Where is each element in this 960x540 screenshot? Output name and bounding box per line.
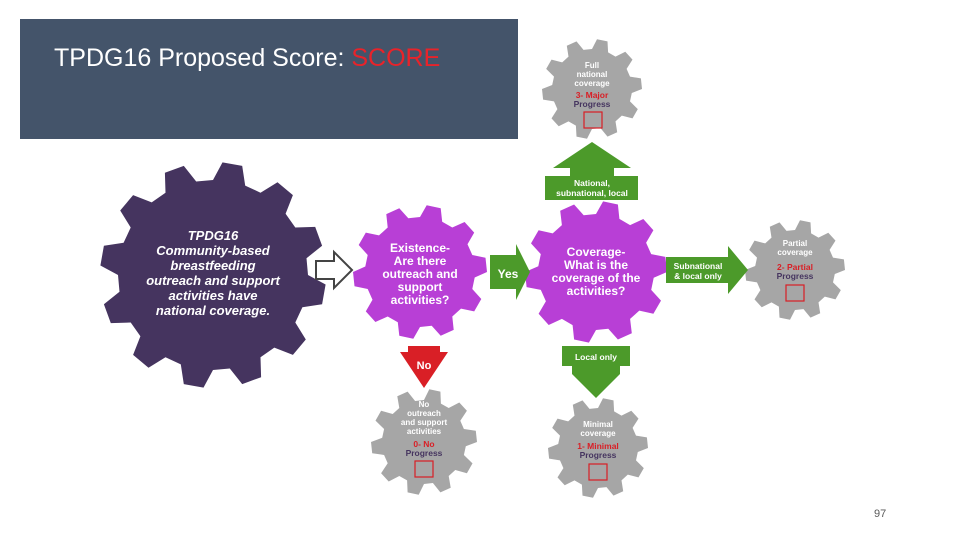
- none-score-checkbox: [414, 460, 434, 478]
- none-score-1: 0- No: [413, 439, 434, 449]
- main-gear-text: TPDG16 Community-based breastfeeding out…: [146, 228, 280, 318]
- none-line-3: and support: [401, 418, 448, 427]
- existence-line-4: support: [398, 280, 443, 294]
- yes-label: Yes: [498, 267, 519, 281]
- main-gear-line-6: national coverage.: [156, 303, 270, 318]
- none-score-2: Progress: [406, 448, 443, 458]
- national-label-2: subnational, local: [556, 188, 628, 198]
- existence-line-3: outreach and: [382, 267, 457, 281]
- page-number: 97: [874, 508, 887, 520]
- coverage-gear: [525, 201, 667, 343]
- title-prefix: TPDG16 Proposed Score:: [54, 44, 352, 72]
- none-line-2: outreach: [407, 409, 441, 418]
- full-coverage-gear: [542, 39, 642, 139]
- main-gear: [100, 162, 326, 388]
- full-score-2: Progress: [574, 99, 611, 109]
- no-label: No: [417, 360, 432, 372]
- coverage-line-3: coverage of the: [552, 271, 641, 285]
- hollow-right-arrow: [315, 249, 354, 291]
- coverage-line-2: What is the: [564, 258, 628, 272]
- minimal-score-2: Progress: [580, 450, 617, 460]
- main-gear-line-4: outreach and support: [146, 273, 280, 288]
- full-line-1: Full: [585, 61, 599, 70]
- partial-coverage-gear: [745, 220, 845, 320]
- local-only-label: Local only: [575, 352, 617, 362]
- coverage-line-4: activities?: [567, 284, 626, 298]
- minimal-score-1: 1- Minimal: [577, 441, 619, 451]
- minimal-line-1: Minimal: [583, 420, 613, 429]
- national-label-1: National,: [574, 178, 610, 188]
- existence-line-5: activities?: [391, 293, 450, 307]
- slide-title: TPDG16 Proposed Score: SCORE: [54, 44, 440, 73]
- main-gear-line-1: TPDG16: [188, 228, 239, 243]
- existence-line-2: Are there: [394, 254, 447, 268]
- partial-score-2: Progress: [777, 271, 814, 281]
- local-only-arrow: [562, 346, 630, 398]
- yes-arrow: [490, 244, 530, 300]
- main-gear-line-5: activities have: [169, 288, 258, 303]
- title-score: SCORE: [351, 44, 441, 72]
- subnational-label-1: Subnational: [674, 261, 723, 271]
- partial-score-checkbox: [785, 284, 805, 302]
- full-score-1: 3- Major: [576, 90, 609, 100]
- existence-gear: [353, 205, 487, 339]
- existence-line-1: Existence-: [390, 241, 450, 255]
- none-line-4: activities: [407, 427, 442, 436]
- subnational-arrow: [666, 246, 748, 294]
- full-score-checkbox: [583, 111, 603, 129]
- partial-line-1: Partial: [783, 239, 807, 248]
- minimal-score-checkbox: [588, 463, 608, 481]
- no-progress-gear: [371, 389, 477, 495]
- partial-line-2: coverage: [777, 248, 813, 257]
- none-line-1: No: [419, 400, 430, 409]
- national-arrow: [545, 142, 638, 200]
- coverage-line-1: Coverage-: [567, 245, 626, 259]
- subnational-label-2: & local only: [674, 271, 722, 281]
- full-line-3: coverage: [574, 79, 610, 88]
- minimal-line-2: coverage: [580, 429, 616, 438]
- full-line-2: national: [577, 70, 608, 79]
- main-gear-line-2: Community-based: [156, 243, 270, 258]
- title-banner: [20, 19, 518, 139]
- partial-score-1: 2- Partial: [777, 262, 813, 272]
- no-arrow: [400, 346, 448, 388]
- minimal-coverage-gear: [548, 398, 648, 498]
- main-gear-line-3: breastfeeding: [170, 258, 255, 273]
